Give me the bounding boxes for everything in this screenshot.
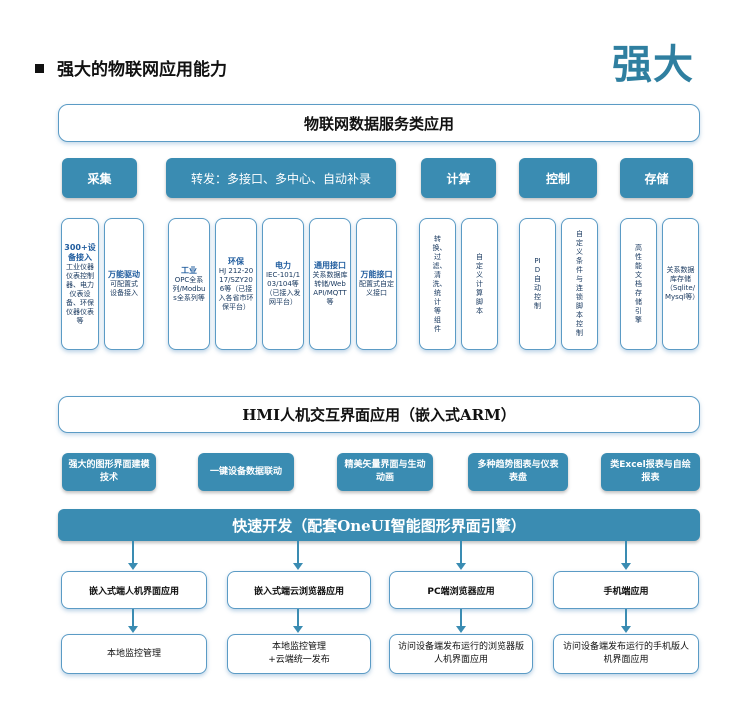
card-title: 万能接口 [360,270,393,279]
arrow-down-icon [621,609,631,633]
card-generic-interface: 通用接口关系数据库转储/WebAPI/MQTT等 [309,218,351,350]
card-title: 万能驱动 [108,270,140,279]
card-body: 关系数据库转储/WebAPI/MQTT等 [312,271,348,306]
desc-mobile: 访问设备端发布运行的手机版人机界面应用 [553,634,699,674]
card-custom-script: 自定义计算脚本 [461,218,498,350]
card-body: 工业仪器仪表控制器、电力仪表设备、环保仪器仪表等 [66,262,94,325]
card-universal-interface: 万能接口配置式自定义接口 [356,218,397,350]
card-title: 工业 [181,265,197,275]
hmi-feature-reports: 类Excel报表与自绘报表 [601,453,700,491]
desc-embedded-hmi: 本地监控管理 [61,634,207,674]
category-forward: 转发：多接口、多中心、自动补录 [166,158,396,198]
hmi-feature-charts: 多种趋势图表与仪表表盘 [468,453,568,491]
arrow-down-icon [621,541,631,570]
category-control: 控制 [519,158,597,198]
arrow-down-icon [128,609,138,633]
card-universal-driver: 万能驱动可配置式设备接入 [104,218,144,350]
category-compute: 计算 [421,158,496,198]
category-collect: 采集 [62,158,137,198]
arrow-down-icon [293,609,303,633]
card-body: OPC全系列/Modbus全系列等 [172,275,206,302]
hmi-feature-graphics: 强大的图形界面建模技术 [62,453,156,491]
arrow-down-icon [128,541,138,570]
card-doc-storage: 高性能文档存储引擎 [620,218,657,350]
card-pid-control: PID自动控制 [519,218,556,350]
arrow-down-icon [456,541,466,570]
card-title: 电力 [275,261,291,270]
card-transform: 转换、过滤、清洗、统计等组件 [419,218,456,350]
card-device-access: 300+设备接入工业仪器仪表控制器、电力仪表设备、环保仪器仪表等 [61,218,99,350]
card-body: 配置式自定义接口 [359,280,394,297]
card-body: HJ 212-2017/SZY206等（已接入各省市环保平台） [218,266,254,311]
desc-pc-browser: 访问设备端发布运行的浏览器版人机界面应用 [389,634,533,674]
card-body: 高性能文档存储引擎 [635,243,642,324]
big-word-heading: 强大 [612,42,694,88]
app-embedded-cloud-browser: 嵌入式端云浏览器应用 [227,571,371,609]
card-body: 可配置式设备接入 [110,280,138,297]
quick-dev-bar: 快速开发（配套OneUI智能图形界面引擎） [58,509,700,541]
hmi-banner: HMI人机交互界面应用（嵌入式ARM） [58,396,700,433]
app-mobile: 手机端应用 [553,571,699,609]
card-title: 环保 [228,256,244,266]
card-body: IEC-101/103/104等（已接入发网平台） [265,271,301,306]
arrow-down-icon [456,609,466,633]
hmi-feature-data-link: 一键设备数据联动 [198,453,294,491]
arrow-down-icon [293,541,303,570]
card-body: 关系数据库存储（Sqlite/Mysql等） [665,266,700,301]
card-body: 转换、过滤、清洗、统计等组件 [432,234,447,333]
hmi-feature-vector: 精美矢量界面与生动动画 [337,453,433,491]
desc-embedded-cloud-browser: 本地监控管理 +云端统一发布 [227,634,371,674]
card-body: PID自动控制 [534,257,541,310]
card-title: 300+设备接入 [64,242,96,262]
title-bullet [35,64,44,73]
card-interlock-script: 自定义条件与连锁脚本控制 [561,218,598,350]
card-relational-storage: 关系数据库存储（Sqlite/Mysql等） [662,218,699,350]
app-embedded-hmi: 嵌入式端人机界面应用 [61,571,207,609]
iot-banner: 物联网数据服务类应用 [58,104,700,142]
card-body: 自定义条件与连锁脚本控制 [576,230,583,337]
category-storage: 存储 [620,158,693,198]
card-body: 自定义计算脚本 [476,252,483,315]
page-title: 强大的物联网应用能力 [57,60,227,80]
app-pc-browser: PC端浏览器应用 [389,571,533,609]
card-title: 通用接口 [314,261,346,270]
